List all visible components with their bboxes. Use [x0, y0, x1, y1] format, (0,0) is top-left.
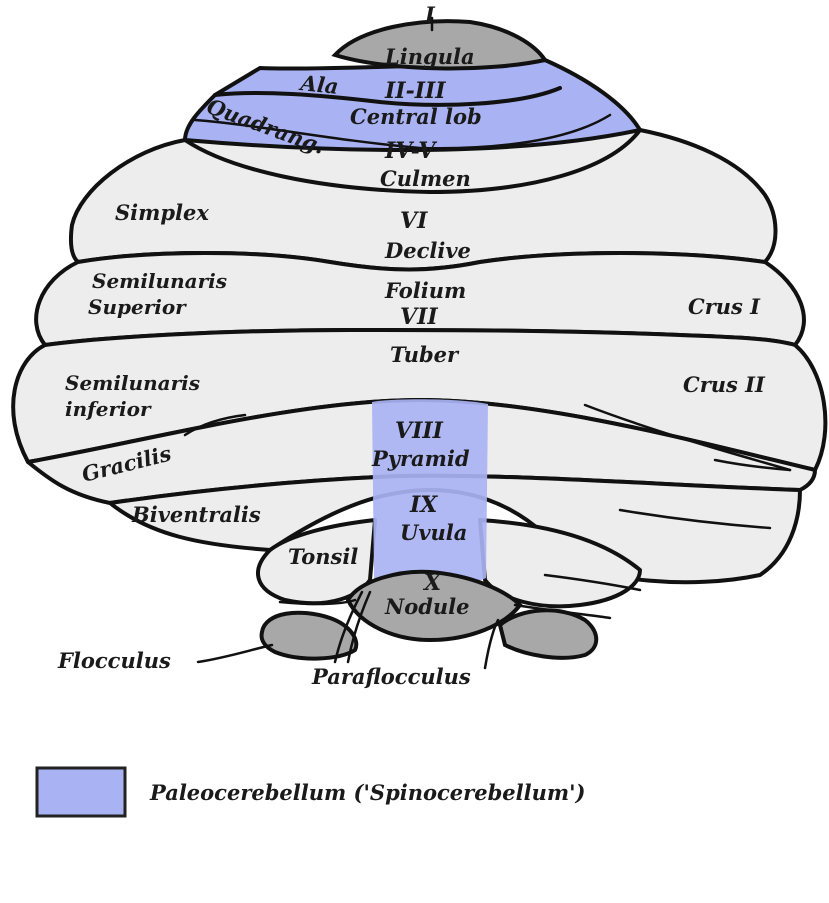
- label-lobule-x: X: [422, 570, 442, 596]
- label-lobule-ii-iii: II-III: [384, 78, 446, 104]
- label-flocculus: Flocculus: [57, 648, 171, 673]
- label-pyramid: Pyramid: [371, 446, 470, 471]
- label-lingula: Lingula: [384, 44, 475, 69]
- legend-swatch: [37, 768, 125, 816]
- label-lobule-viii: VIII: [395, 418, 444, 444]
- label-declive: Declive: [384, 238, 471, 263]
- label-lobule-ix: IX: [409, 492, 438, 518]
- label-tonsil: Tonsil: [288, 544, 358, 569]
- label-semilunaris-superior-2: Superior: [88, 295, 187, 319]
- legend-label: Paleocerebellum ('Spinocerebellum'): [149, 780, 585, 805]
- label-lobule-i: I: [424, 2, 436, 27]
- label-lobule-vi: VI: [400, 208, 428, 234]
- flocculus-right: [500, 610, 596, 658]
- label-biventralis: Biventralis: [131, 502, 261, 527]
- flocculus-pointer: [198, 645, 272, 662]
- label-semilunaris-inferior-1: Semilunaris: [65, 371, 200, 395]
- label-crus-ii: Crus II: [683, 372, 766, 397]
- label-ala: Ala: [297, 70, 339, 99]
- label-semilunaris-superior-1: Semilunaris: [92, 269, 227, 293]
- label-crus-i: Crus I: [688, 294, 761, 319]
- label-lobule-vii: VII: [400, 304, 438, 330]
- label-folium: Folium: [384, 278, 466, 303]
- label-semilunaris-inferior-2: inferior: [65, 397, 152, 421]
- label-culmen: Culmen: [380, 166, 471, 191]
- label-nodule: Nodule: [384, 594, 470, 619]
- label-uvula: Uvula: [400, 520, 467, 545]
- label-lobule-iv-v: IV-V: [384, 138, 437, 164]
- label-central-lobule: Central lob: [350, 104, 482, 129]
- label-tuber: Tuber: [390, 342, 460, 367]
- label-simplex: Simplex: [115, 200, 209, 225]
- label-paraflocculus: Paraflocculus: [311, 664, 471, 689]
